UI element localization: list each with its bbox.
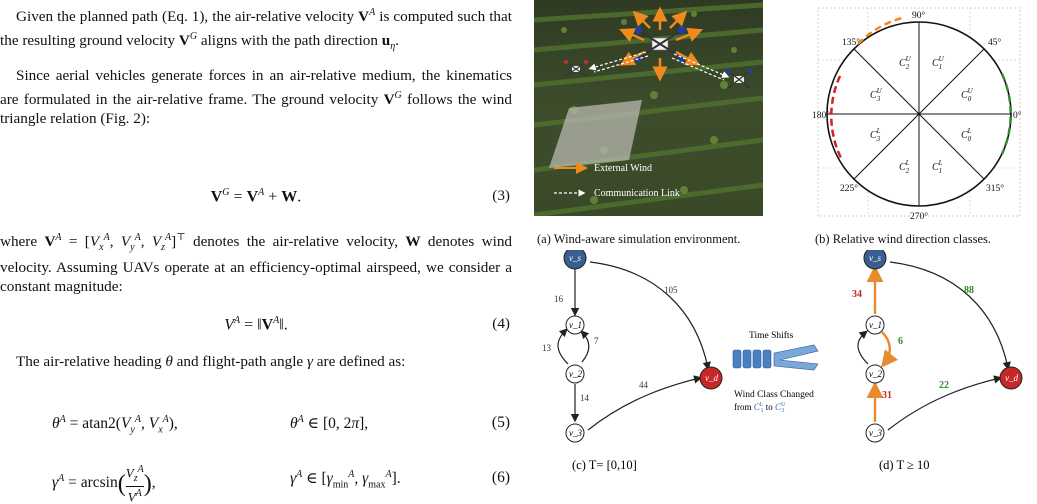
equation-4: VA = ‖VA‖. (4) bbox=[224, 315, 510, 334]
svg-text:CU2: CU2 bbox=[899, 55, 912, 71]
svg-text:CL1: CL1 bbox=[932, 159, 943, 175]
svg-text:CU3: CU3 bbox=[870, 87, 883, 103]
angle-180: 180° bbox=[812, 110, 830, 121]
svg-text:CL3: CL3 bbox=[870, 127, 881, 143]
orange-arc bbox=[857, 16, 903, 45]
caption-c: (c) T= [0,10] bbox=[572, 458, 637, 472]
paragraph-1: Given the planned path (Eq. 1), the air-… bbox=[0, 7, 512, 52]
wind-changed-label: Wind Class Changed bbox=[734, 390, 814, 400]
w-d-3d: 22 bbox=[939, 380, 949, 391]
angle-90: 90° bbox=[912, 10, 926, 21]
angle-45: 45° bbox=[988, 37, 1002, 48]
w-c-sd: 105 bbox=[664, 285, 678, 295]
node-d-v1: v_1 bbox=[869, 320, 882, 330]
w-d-s1: 34 bbox=[852, 289, 862, 300]
w-c-23: 14 bbox=[580, 393, 590, 403]
w-d-23: 31 bbox=[882, 390, 892, 401]
equation-3: VG = VA + W. (3) bbox=[210, 187, 510, 206]
w-c-3d: 44 bbox=[639, 380, 649, 390]
svg-text:CL0: CL0 bbox=[961, 127, 972, 143]
caption-a: (a) Wind-aware simulation environment. bbox=[537, 232, 741, 246]
stacked-icon bbox=[732, 349, 772, 369]
w-c-21: 13 bbox=[542, 343, 552, 353]
angle-315: 315° bbox=[986, 183, 1004, 194]
graph-c: v_s v_1 v_2 v_3 v_d 16 105 13 7 14 44 bbox=[542, 246, 723, 443]
simulation-scene: External Wind Communication Link bbox=[534, 0, 763, 216]
angle-270: 270° bbox=[910, 211, 928, 222]
text-column: Given the planned path (Eq. 1), the air-… bbox=[0, 0, 515, 504]
shift-arrow-icon bbox=[773, 344, 819, 371]
w-c-s1: 16 bbox=[554, 294, 564, 304]
paragraph-2: Since aerial vehicles generate forces in… bbox=[0, 67, 512, 128]
node-d-vs: v_s bbox=[869, 253, 881, 263]
node-c-v2: v_2 bbox=[569, 369, 582, 379]
time-shifts-label: Time Shifts bbox=[749, 330, 794, 341]
paragraph-3: where VA = [VxA, VyA, VzA]⊤ denotes the … bbox=[0, 232, 513, 296]
graph-figure: v_s v_1 v_2 v_3 v_d 16 105 13 7 14 44 Ti… bbox=[536, 246, 1036, 482]
node-c-v1: v_1 bbox=[569, 320, 582, 330]
caption-d: (d) T ≥ 10 bbox=[879, 458, 930, 472]
w-d-12: 6 bbox=[898, 336, 903, 347]
graph-d: v_s v_1 v_2 v_3 v_d 34 88 6 31 22 bbox=[852, 246, 1023, 443]
node-d-v2: v_2 bbox=[869, 369, 882, 379]
svg-text:CU1: CU1 bbox=[932, 55, 945, 71]
node-d-v3: v_3 bbox=[869, 428, 882, 438]
node-c-vd: v_d bbox=[705, 373, 718, 383]
angle-0: 0° bbox=[1013, 110, 1022, 121]
simulation-image: External Wind Communication Link bbox=[534, 0, 763, 216]
angle-135: 135° bbox=[842, 37, 860, 48]
svg-text:CL2: CL2 bbox=[899, 159, 910, 175]
node-c-vs: v_s bbox=[569, 253, 581, 263]
node-c-v3: v_3 bbox=[569, 428, 582, 438]
w-d-sd: 88 bbox=[964, 285, 974, 296]
paragraph-4: The air-relative heading θ and flight-pa… bbox=[16, 353, 406, 370]
drone-left bbox=[564, 60, 588, 77]
caption-b: (b) Relative wind direction classes. bbox=[815, 232, 991, 246]
equation-5: θA = atan2(VyA, VxA), θA ∈ [0, 2π], (5) bbox=[52, 414, 510, 436]
node-d-vd: v_d bbox=[1005, 373, 1018, 383]
svg-text:CU0: CU0 bbox=[961, 87, 974, 103]
w-c-12: 7 bbox=[594, 336, 599, 346]
legend-wind: External Wind bbox=[594, 163, 652, 174]
angle-225: 225° bbox=[840, 183, 858, 194]
legend-comm: Communication Link bbox=[594, 188, 680, 199]
red-arc bbox=[830, 75, 844, 161]
